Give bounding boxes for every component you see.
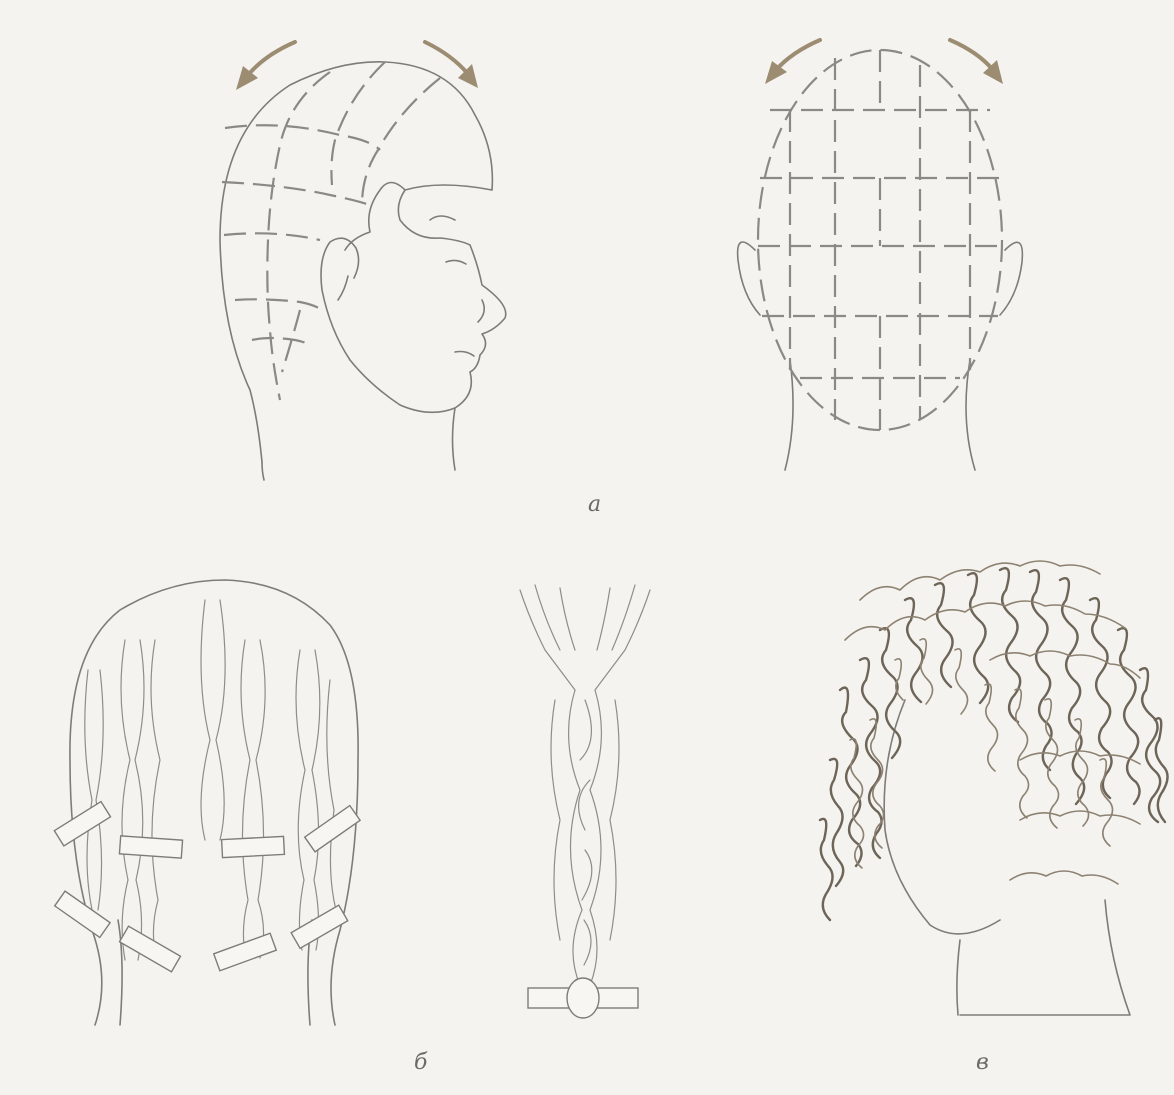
neck-outline (957, 900, 1130, 1015)
head-outline (220, 62, 492, 462)
hairline (345, 183, 405, 251)
section-partings (222, 62, 440, 400)
face-brow (430, 216, 455, 220)
rotation-arrow-left-icon (236, 42, 295, 90)
rotation-arrow-left-icon (765, 40, 820, 84)
section-grid (758, 50, 1002, 430)
head-outline (70, 580, 358, 1025)
head-side-view (220, 42, 506, 480)
rotation-arrow-right-icon (425, 42, 478, 88)
ear (321, 238, 359, 360)
neck-right (966, 360, 975, 470)
head-with-curls (820, 561, 1168, 1015)
mouth-line (455, 352, 474, 357)
left-ear (738, 242, 760, 315)
neck-base (118, 920, 122, 1025)
panel-label-a: а (588, 492, 601, 517)
eye (446, 260, 466, 264)
rotation-arrow-right-icon (950, 40, 1003, 84)
neck-left (785, 360, 793, 470)
head-back-view (738, 40, 1023, 470)
face-outline (884, 700, 1000, 934)
braid-end-knot (567, 978, 599, 1018)
panel-label-b: б (414, 1050, 427, 1075)
nose-line (478, 300, 484, 322)
curls (820, 561, 1168, 920)
neck-front (453, 408, 456, 470)
ear-inner (338, 276, 348, 300)
neck-back (262, 462, 264, 480)
head-with-braids (54, 580, 360, 1025)
panel-label-v: в (976, 1050, 989, 1075)
face-profile (350, 185, 506, 412)
single-braid (520, 585, 650, 1018)
braid-strands (85, 600, 336, 960)
right-ear (1000, 242, 1022, 315)
